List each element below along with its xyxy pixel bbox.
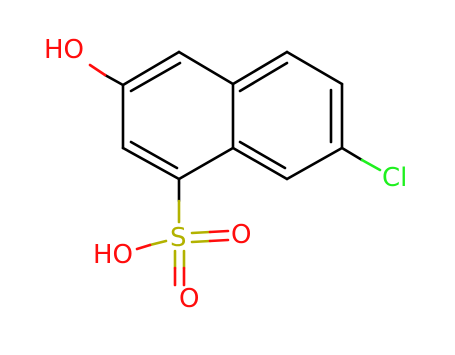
bond-s-o-right-a-yellow — [190, 230, 212, 235]
bond-c1-c2-double — [129, 140, 179, 170]
hydroxyl-top-label: HO — [44, 35, 84, 65]
bond-c4-c4a — [177, 50, 235, 86]
bond-s-oh-yellow — [148, 239, 168, 247]
atom-labels: HO Cl S O O HO — [44, 35, 407, 314]
bond-c7-cl-green — [360, 158, 382, 172]
bond-c8a-c1 — [177, 146, 235, 181]
sulfonic-hydroxyl-label: HO — [93, 240, 133, 270]
bond-s-o-right-b-yellow — [190, 239, 212, 244]
bond-c3-o-red — [88, 63, 107, 77]
bond-c4a-c5-double — [238, 61, 289, 93]
bond-s-oh-red — [135, 243, 152, 251]
bond-c3-o-black — [103, 73, 125, 87]
bonds — [88, 50, 382, 287]
sulfonyl-oxygen-right-label: O — [231, 220, 251, 250]
bond-c8-c8a — [231, 146, 289, 181]
bond-c7-cl-black — [340, 146, 364, 162]
bond-c1-c2 — [121, 146, 181, 181]
sulfonyl-oxygen-bottom-label: O — [179, 284, 199, 314]
bond-s-o-right-a-red — [208, 229, 230, 234]
bond-c3-c4-double — [129, 61, 182, 93]
sulfur-label: S — [170, 223, 187, 253]
chlorine-label: Cl — [382, 163, 407, 193]
bond-c5-c6 — [285, 50, 344, 86]
bond-c3-c4 — [121, 50, 181, 87]
bond-c8-c8a-double — [238, 140, 287, 170]
bond-c4a-c5 — [231, 50, 289, 86]
bond-c7-c8 — [285, 146, 344, 181]
bond-s-o-right-b-red — [208, 238, 230, 243]
